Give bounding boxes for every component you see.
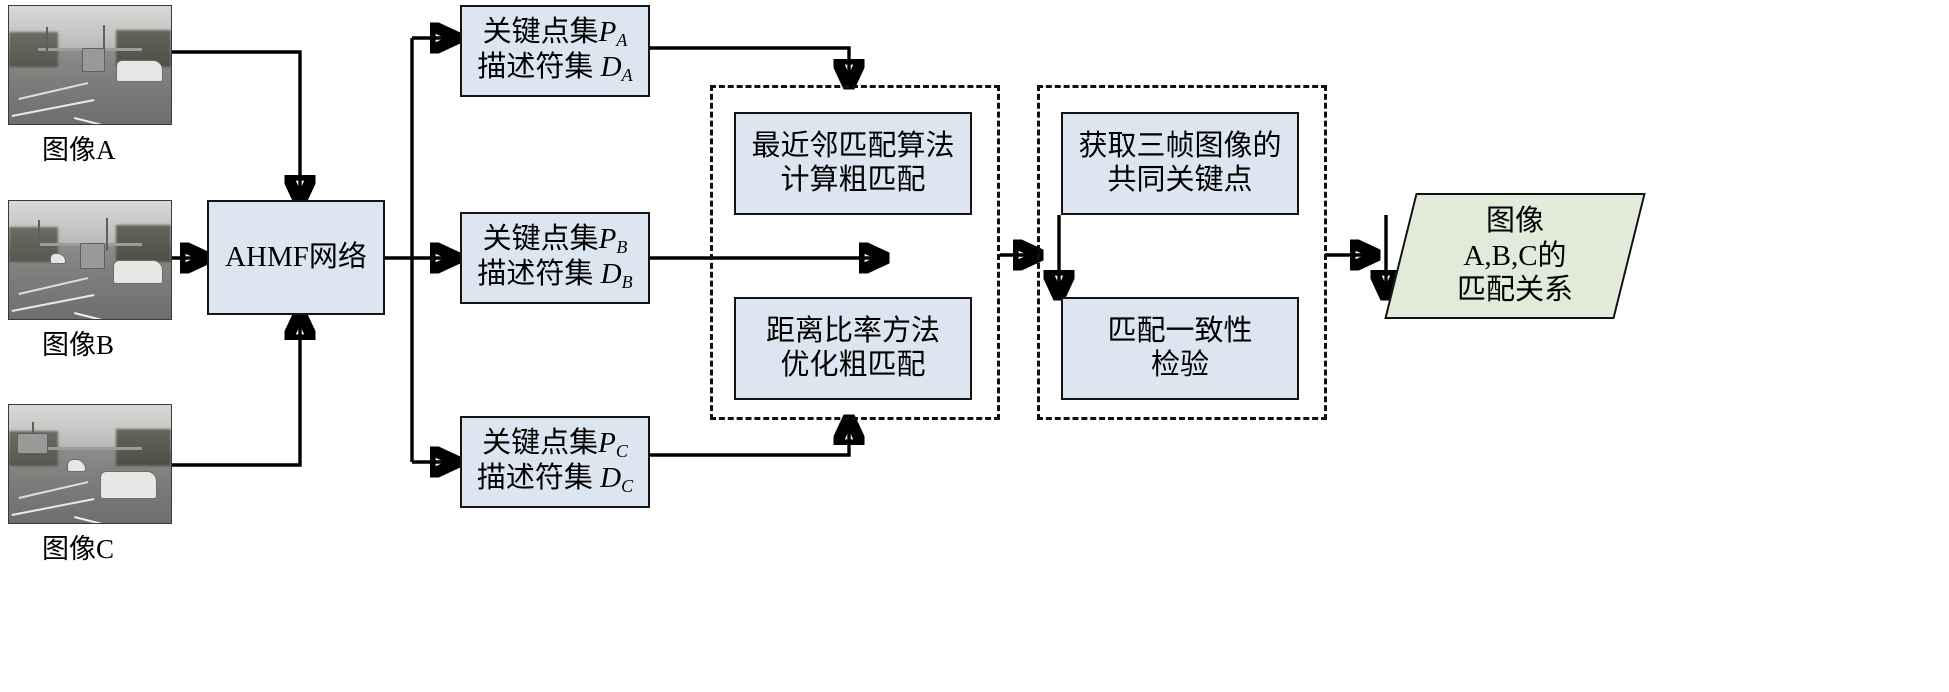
keypoint-label-b: 关键点集 [482,223,599,256]
car [99,471,157,500]
light-pole [46,27,49,58]
car [67,459,86,472]
common-keypoints-line2: 共同关键点 [1107,163,1253,196]
keypoint-box-a[interactable]: 关键点集PA 描述符集 DA [460,5,650,97]
nearest-neighbor-step[interactable]: 最近邻匹配算法 计算粗匹配 [734,112,972,215]
consistency-check-line1: 匹配一致性 [1107,314,1253,347]
output-line3: 匹配关系 [1456,274,1573,307]
keypoint-symbol-a: P [598,16,617,49]
distance-ratio-line2: 优化粗匹配 [780,348,926,381]
descriptor-subscript-b: B [621,272,633,293]
keypoint-subscript-b: B [616,237,628,258]
car [112,260,164,285]
keypoint-box-c-line2: 描述符集 DC [466,462,644,497]
descriptor-label-a: 描述符集 [477,51,601,83]
caption-image-a: 图像A [42,135,116,165]
output-result-text: 图像 A,B,C的 匹配关系 [1400,193,1630,319]
keypoint-box-a-line1: 关键点集PA [466,16,644,51]
caption-image-b: 图像B [42,330,115,360]
output-line1: 图像 [1485,204,1544,237]
keypoint-box-b-line1: 关键点集PB [466,223,644,258]
truck [80,243,105,270]
descriptor-subscript-a: A [621,65,633,86]
keypoint-symbol-c: P [598,427,616,460]
distance-ratio-step[interactable]: 距离比率方法 优化粗匹配 [734,297,972,400]
descriptor-label-c: 描述符集 [476,462,601,494]
descriptor-subscript-c: C [621,476,634,497]
input-image-b [8,200,172,320]
coarse-matching-group [710,85,1000,420]
keypoint-box-c-line1: 关键点集PC [466,427,644,462]
keypoint-subscript-a: A [616,30,628,51]
consistency-check-step[interactable]: 匹配一致性 检验 [1061,297,1299,400]
truck [81,48,105,72]
input-image-c [8,404,172,524]
keypoint-subscript-c: C [615,441,628,462]
keypoint-symbol-b: P [598,223,617,256]
keypoint-box-b[interactable]: 关键点集PB 描述符集 DB [460,212,650,304]
nearest-neighbor-line1: 最近邻匹配算法 [751,129,955,162]
descriptor-symbol-b: D [600,258,622,290]
input-image-a [8,5,172,125]
consistency-group [1037,85,1327,420]
keypoint-box-c[interactable]: 关键点集PC 描述符集 DC [460,416,650,508]
distance-ratio-line1: 距离比率方法 [765,314,940,347]
light-pole [38,219,41,256]
keypoint-box-b-line2: 描述符集 DB [466,258,644,293]
output-line2: A,B,C的 [1463,239,1567,272]
output-result-shape[interactable]: 图像 A,B,C的 匹配关系 [1384,193,1646,319]
car [49,252,67,265]
common-keypoints-step[interactable]: 获取三帧图像的 共同关键点 [1061,112,1299,215]
keypoint-label-c: 关键点集 [482,427,599,460]
light-pole [106,217,109,251]
descriptor-symbol-c: D [600,462,622,494]
common-keypoints-line1: 获取三帧图像的 [1078,129,1282,162]
descriptor-label-b: 描述符集 [477,258,601,290]
consistency-check-line2: 检验 [1150,348,1209,381]
horizon-line [38,447,142,451]
ahmf-network-label: AHMF网络 [225,240,367,273]
ahmf-network-box[interactable]: AHMF网络 [207,200,385,315]
caption-image-c: 图像C [42,534,115,564]
light-pole [102,24,105,54]
keypoint-label-a: 关键点集 [482,16,599,49]
keypoint-box-a-line2: 描述符集 DA [466,51,644,86]
truck [17,433,49,455]
car [115,60,164,83]
nearest-neighbor-line2: 计算粗匹配 [780,163,926,196]
descriptor-symbol-a: D [600,51,622,83]
